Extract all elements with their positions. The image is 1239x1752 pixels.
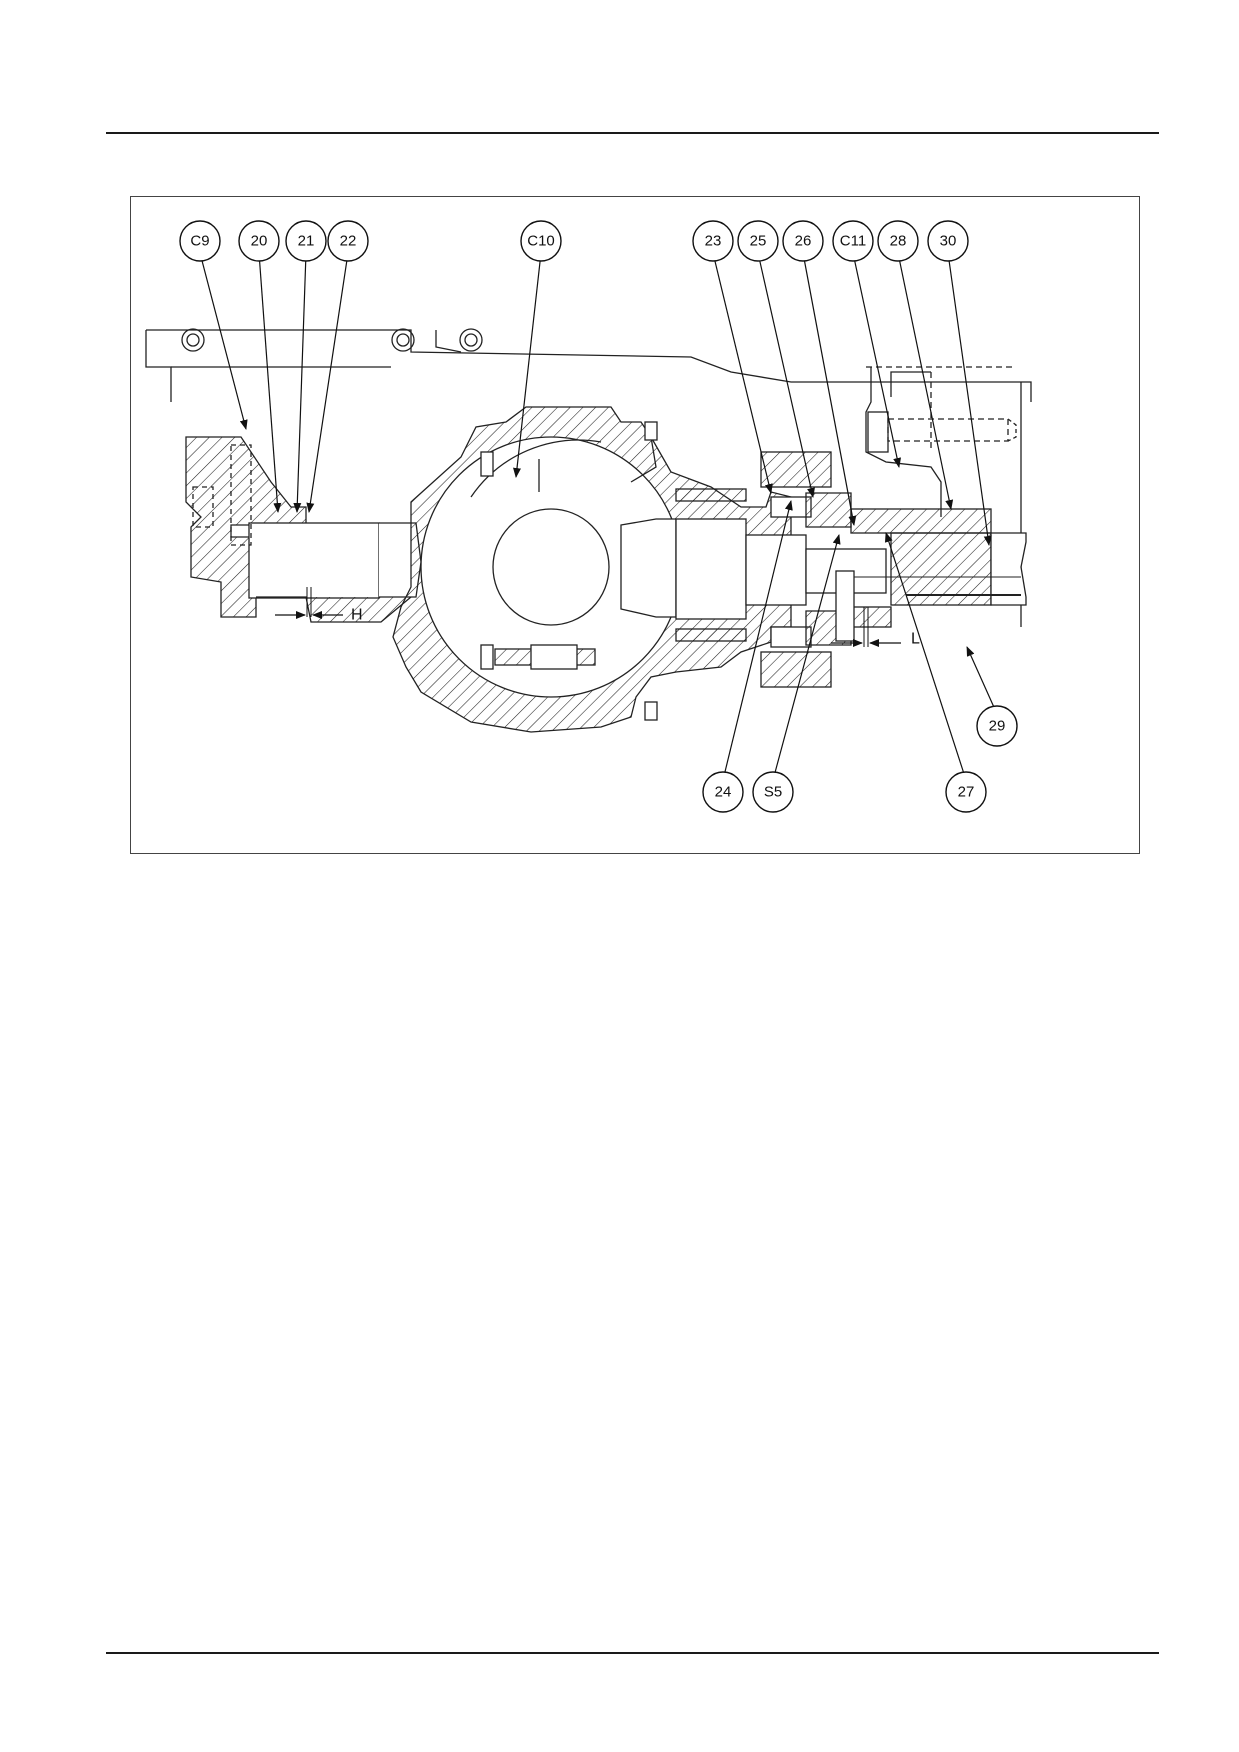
callout-s5-label: S5 [764, 784, 782, 801]
callout-23-label: 23 [705, 233, 722, 250]
axle-cross-section-drawing: H L C9 20 21 22 C10 [145, 220, 1032, 813]
footer-rule [106, 1652, 1159, 1654]
dimension-h: H [275, 587, 363, 624]
callout-30-label: 30 [940, 233, 957, 250]
cross-section-figure: H L C9 20 21 22 C10 [130, 196, 1140, 854]
callout-c10: C10 [520, 220, 562, 262]
leader-lines [199, 252, 998, 781]
callout-22: 22 [327, 220, 369, 262]
callout-27-label: 27 [958, 784, 975, 801]
callout-c10-label: C10 [527, 233, 555, 250]
dimension-h-label: H [351, 607, 363, 624]
callout-24: 24 [702, 771, 744, 813]
pinion-assembly [620, 451, 1027, 688]
right-bracket [865, 366, 1017, 517]
callout-c9-label: C9 [190, 233, 209, 250]
chassis-outline [145, 328, 1032, 627]
callout-25: 25 [737, 220, 779, 262]
left-housing [185, 436, 422, 623]
callout-27: 27 [945, 771, 987, 813]
callout-26-label: 26 [795, 233, 812, 250]
callout-28-label: 28 [890, 233, 907, 250]
callout-c11: C11 [832, 220, 874, 262]
callout-21: 21 [285, 220, 327, 262]
header-rule [106, 132, 1159, 134]
callout-26: 26 [782, 220, 824, 262]
callout-22-label: 22 [340, 233, 357, 250]
differential-housing [392, 406, 792, 733]
callout-29: 29 [976, 705, 1018, 747]
callout-20-label: 20 [251, 233, 268, 250]
callout-29-label: 29 [989, 718, 1006, 735]
callout-28: 28 [877, 220, 919, 262]
callout-21-label: 21 [298, 233, 315, 250]
callout-25-label: 25 [750, 233, 767, 250]
callout-23: 23 [692, 220, 734, 262]
callout-24-label: 24 [715, 784, 732, 801]
callout-c9: C9 [179, 220, 221, 262]
callout-20: 20 [238, 220, 280, 262]
dimension-l-label: L [911, 631, 920, 648]
dimension-l: L [831, 607, 920, 648]
callout-30: 30 [927, 220, 969, 262]
callout-c11-label: C11 [840, 233, 866, 250]
callout-s5: S5 [752, 771, 794, 813]
